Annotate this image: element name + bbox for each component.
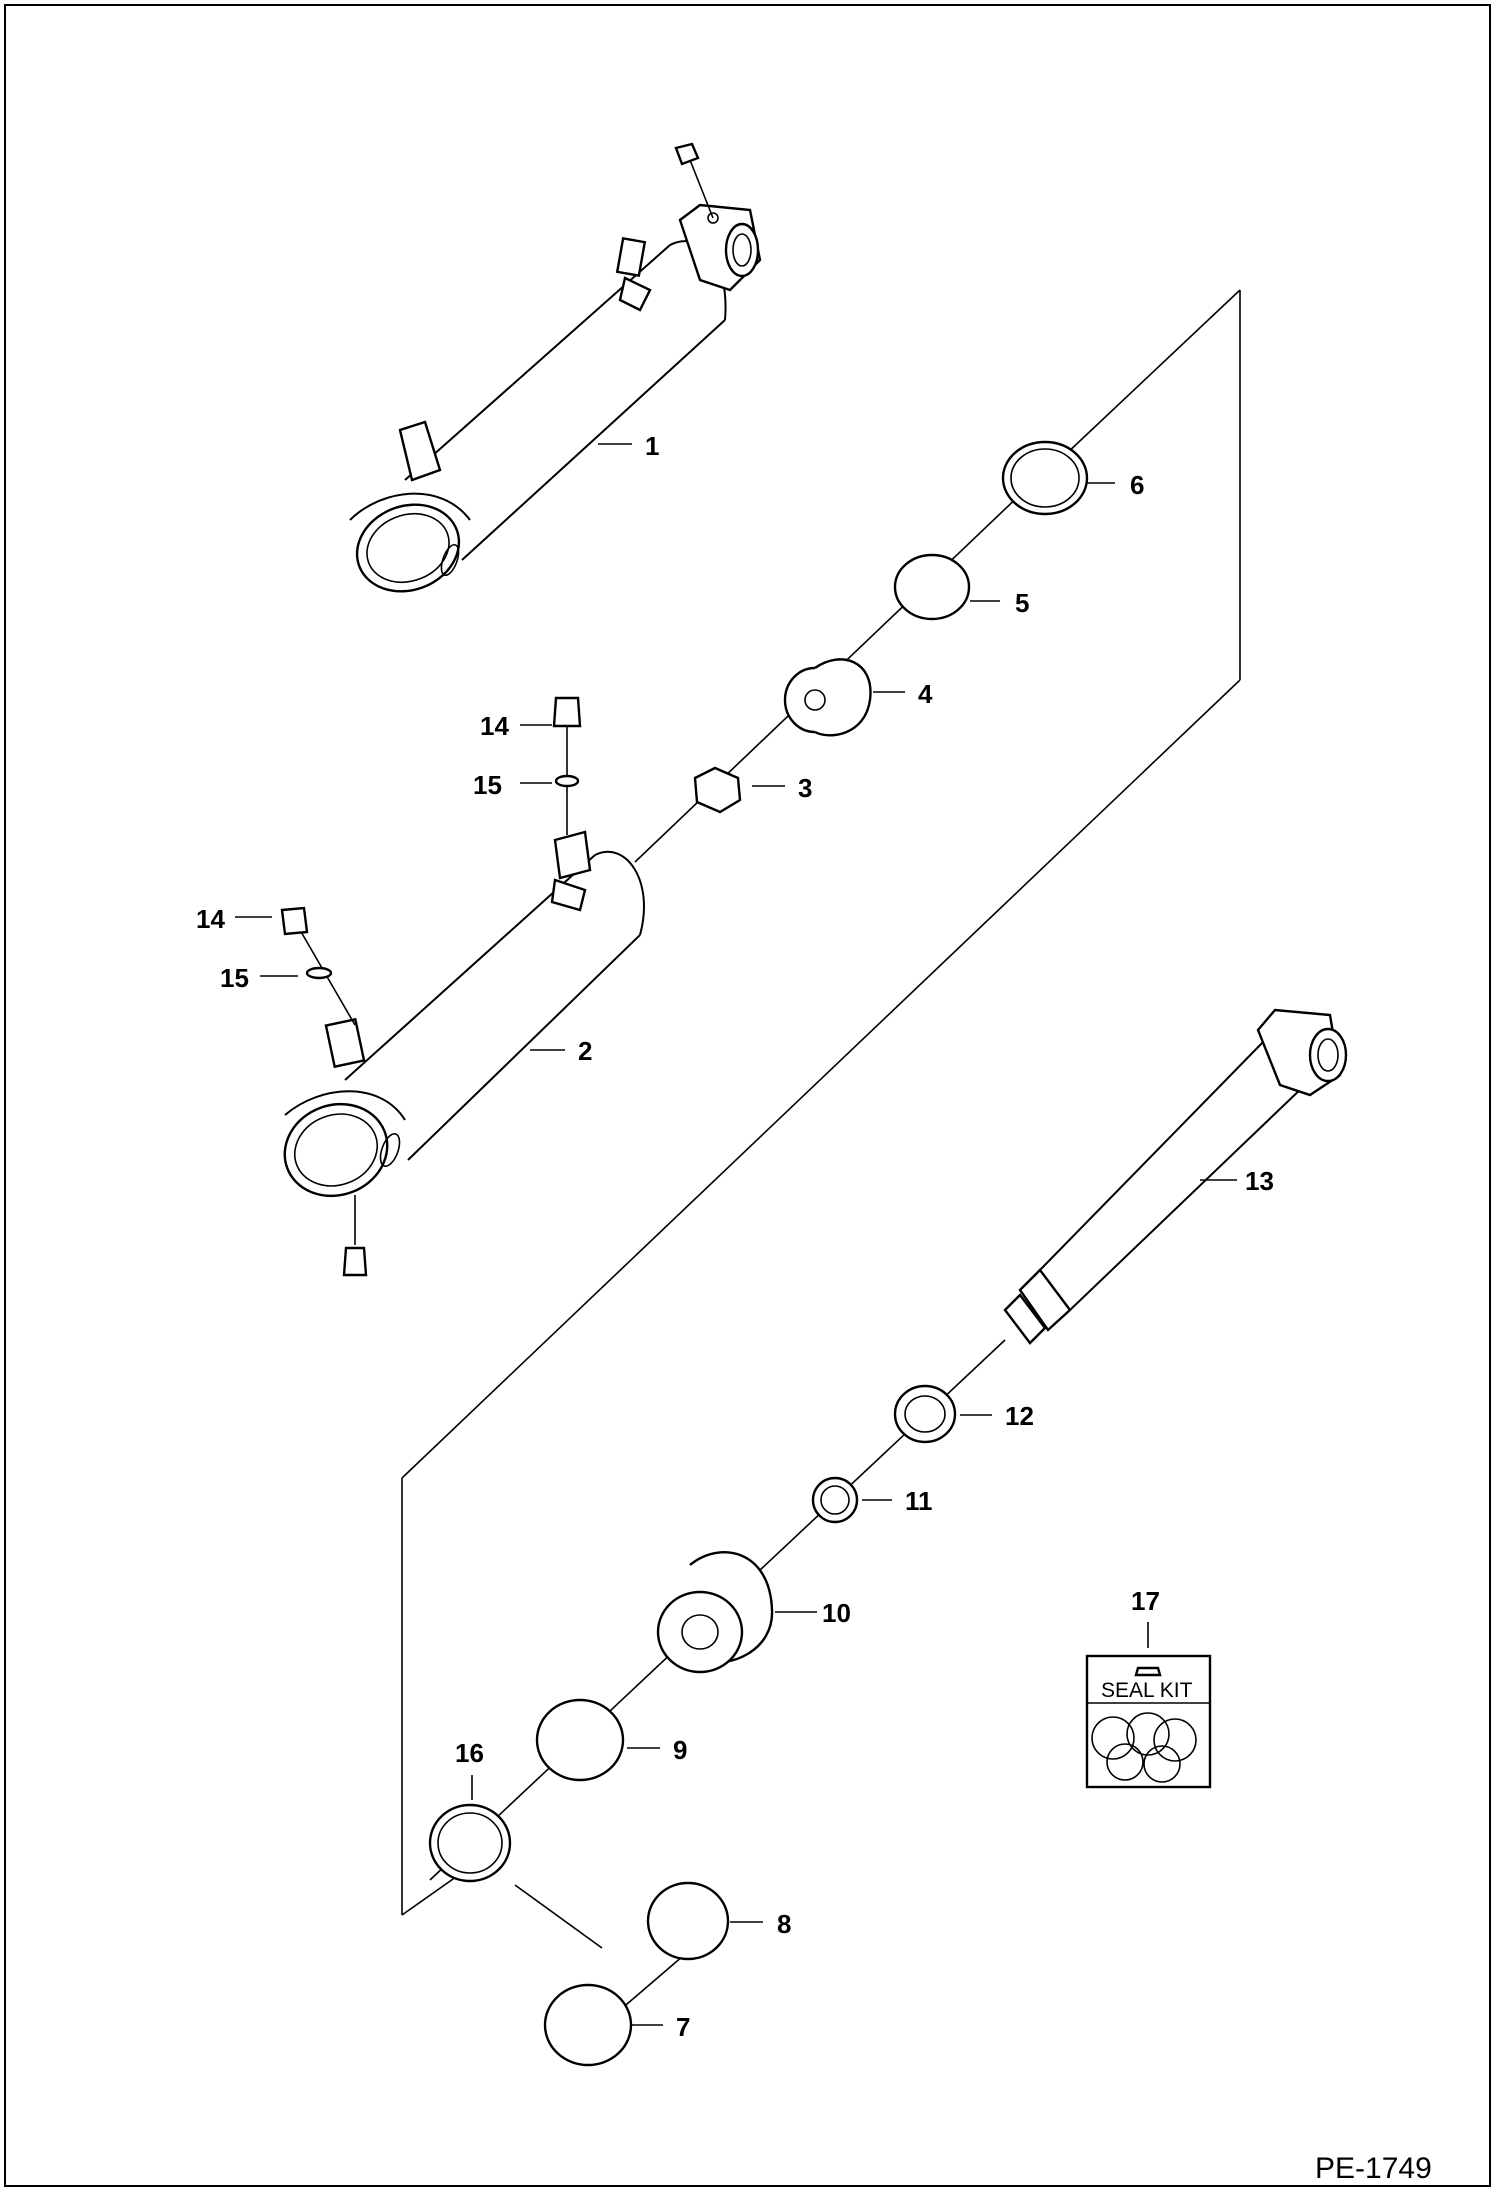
callout-15-left: 15 — [220, 963, 249, 993]
callout-labels: 1 2 3 4 5 6 7 8 9 10 11 12 13 14 15 14 1… — [196, 431, 1274, 2042]
diagram-frame — [4, 4, 1491, 2187]
callout-16: 16 — [455, 1738, 484, 1768]
fitting-14-and-washer-15 — [280, 696, 582, 1026]
explosion-outline — [401, 289, 1241, 1949]
callout-6: 6 — [1130, 470, 1144, 500]
callout-2: 2 — [578, 1036, 592, 1066]
callout-11: 11 — [905, 1486, 933, 1516]
callout-3: 3 — [798, 773, 812, 803]
callout-14-left: 14 — [196, 904, 225, 934]
piston-axis-parts-3-6 — [634, 440, 1089, 863]
callout-7: 7 — [676, 2012, 690, 2042]
callout-13: 13 — [1245, 1166, 1274, 1196]
seal-kit-label: SEAL KIT — [1101, 1679, 1193, 1702]
gland-axis-parts-7-12-16 — [428, 1339, 1006, 2067]
piston-rod-part-13 — [1003, 1008, 1348, 1345]
cylinder-barrel-part-2 — [283, 830, 645, 1277]
callout-1: 1 — [645, 431, 659, 461]
cylinder-barrel-part-1 — [349, 142, 762, 593]
drawing-code: PE-1749 — [1315, 2152, 1432, 2185]
seal-kit-box — [1085, 1654, 1212, 1789]
callout-10: 10 — [822, 1598, 851, 1628]
callout-14-top: 14 — [480, 711, 509, 741]
callout-9: 9 — [673, 1735, 687, 1765]
callout-4: 4 — [918, 679, 933, 709]
callout-leaders — [235, 443, 1237, 2026]
callout-5: 5 — [1015, 588, 1029, 618]
callout-15-top: 15 — [473, 770, 502, 800]
callout-17: 17 — [1131, 1586, 1160, 1616]
callout-12: 12 — [1005, 1401, 1034, 1431]
callout-8: 8 — [777, 1909, 791, 1939]
